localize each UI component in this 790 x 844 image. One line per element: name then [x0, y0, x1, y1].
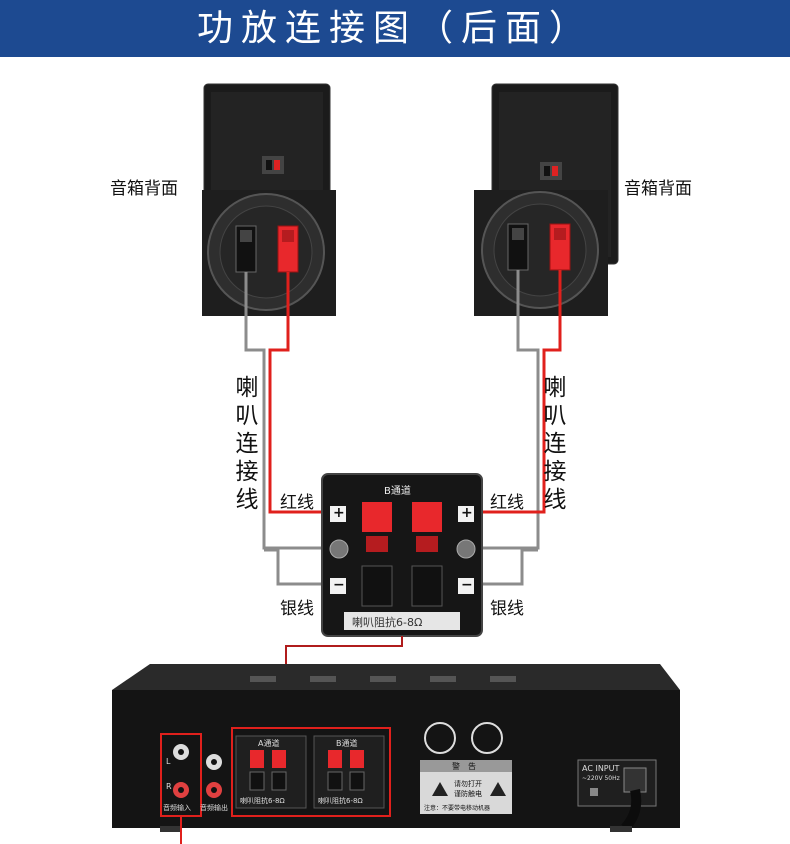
amplifier: [112, 664, 680, 832]
amp-impedance-b: 喇叭阻抗6-8Ω: [318, 797, 363, 805]
amp-channel-b: B通道: [336, 739, 358, 748]
amp-audio-out: 音频输出: [200, 804, 228, 812]
amp-input-l: L: [166, 757, 171, 766]
cable-label-left: 喇叭连接线: [235, 375, 259, 513]
board-plus-right: +: [461, 505, 473, 521]
board-impedance-label: 喇叭阻抗6-8Ω: [352, 616, 423, 629]
page-title: 功放连接图（后面）: [196, 8, 593, 49]
speaker-back-label-left: 音箱背面: [110, 179, 178, 199]
amp-ac-spec: ~220V 50Hz: [582, 775, 620, 782]
board-minus-left: −: [333, 577, 345, 593]
amp-input-r: R: [166, 782, 172, 791]
red-wire-label-left: 红线: [280, 493, 314, 513]
board-channel-label: B通道: [384, 486, 411, 497]
board-minus-right: −: [461, 577, 473, 593]
silver-wire-label-right: 银线: [490, 599, 524, 619]
left-speaker-terminal-zoom: [202, 190, 336, 316]
amp-warning-line1: 请勿打开: [454, 780, 482, 788]
left-cable: [244, 272, 326, 586]
amp-ac-input: AC INPUT: [582, 764, 620, 773]
cable-label-right: 喇叭连接线: [543, 375, 567, 513]
right-speaker-terminal-zoom: [474, 190, 608, 316]
amp-channel-a: A通道: [258, 739, 280, 748]
speaker-back-label-right: 音箱背面: [624, 179, 692, 199]
amp-audio-in: 音频输入: [163, 804, 191, 812]
amp-warning-note: 注意：不要带电移动机器: [424, 805, 491, 812]
right-cable: [478, 270, 562, 586]
board-plus-left: +: [333, 505, 345, 521]
amp-warning-title: 警 告: [452, 762, 476, 771]
amp-warning-line2: 谨防触电: [454, 790, 482, 798]
title-banner: 功放连接图（后面）: [0, 0, 790, 57]
amp-impedance-a: 喇叭阻抗6-8Ω: [240, 797, 285, 805]
red-wire-label-right: 红线: [490, 493, 524, 513]
terminal-board: [321, 473, 483, 637]
silver-wire-label-left: 银线: [280, 599, 314, 619]
